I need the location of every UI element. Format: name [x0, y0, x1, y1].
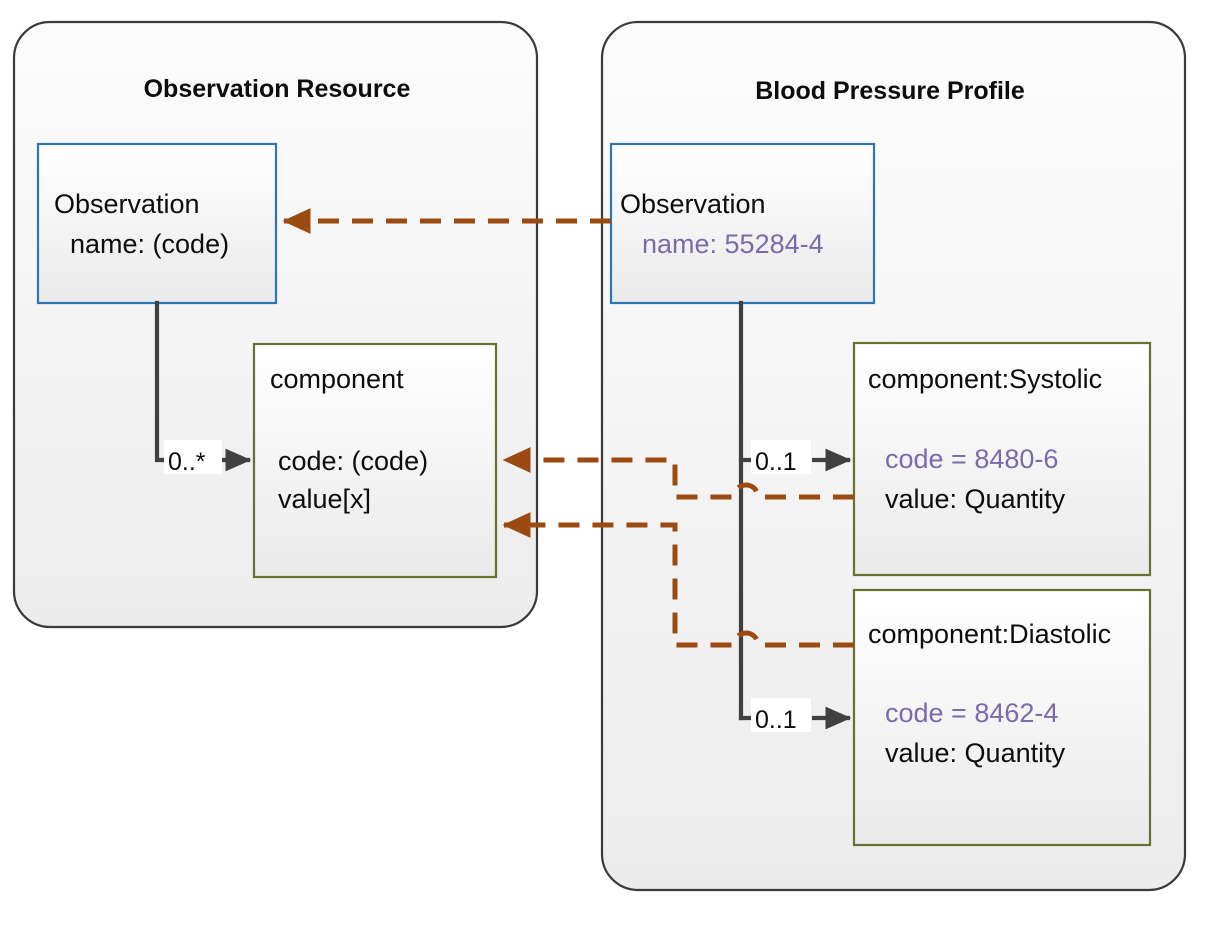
class-box-component-systolic-attr-code: code = 8480-6 — [885, 444, 1058, 474]
multiplicity-label-diastolic: 0..1 — [755, 706, 797, 734]
class-box-component-base-attr-code: code: (code) — [278, 446, 428, 476]
class-box-observation-base-attribute: name: (code) — [70, 229, 229, 259]
constraint-arrow-systolic — [502, 447, 854, 500]
class-box-component-diastolic-attr-value: value: Quantity — [885, 738, 1066, 768]
class-box-component-systolic[interactable]: component:Systolic code = 8480-6 value: … — [852, 341, 1152, 577]
class-box-observation-base[interactable]: Observation name: (code) — [36, 142, 278, 305]
class-box-component-diastolic-attr-code: code = 8462-4 — [885, 698, 1058, 728]
multiplicity-label-bg-diastolic — [751, 698, 811, 732]
class-box-component-base-frame — [252, 342, 498, 579]
class-box-observation-profile-attribute: name: 55284-4 — [642, 229, 824, 259]
constraint-arrow-diastolic — [502, 512, 854, 648]
multiplicity-label-component: 0..* — [168, 448, 206, 476]
panel-blood-pressure-profile-title: Blood Pressure Profile — [755, 77, 1025, 105]
class-box-observation-base-name: Observation — [54, 189, 200, 219]
class-box-component-systolic-frame — [852, 341, 1152, 577]
class-box-component-diastolic-name: component:Diastolic — [868, 619, 1111, 649]
class-box-component-systolic-name: component:Systolic — [868, 364, 1102, 394]
class-box-observation-profile-frame — [609, 142, 876, 305]
multiplicity-label-systolic: 0..1 — [755, 448, 797, 476]
class-box-component-base-name: component — [270, 364, 404, 394]
class-box-component-base[interactable]: component code: (code) value[x] — [252, 342, 498, 579]
panel-observation-resource-title: Observation Resource — [144, 75, 411, 103]
class-box-component-diastolic[interactable]: component:Diastolic code = 8462-4 value:… — [852, 588, 1152, 847]
class-box-observation-profile-name: Observation — [620, 189, 766, 219]
class-box-component-diastolic-frame — [852, 588, 1152, 847]
class-box-component-systolic-attr-value: value: Quantity — [885, 484, 1066, 514]
class-box-observation-base-frame — [36, 142, 278, 305]
class-box-component-base-attr-value: value[x] — [278, 484, 371, 514]
multiplicity-label-bg-systolic — [751, 440, 811, 474]
multiplicity-label-bg-left — [164, 440, 222, 474]
connector-profile-spine: 0..1 0..1 — [738, 300, 852, 734]
connector-observation-to-component: 0..* — [154, 300, 252, 476]
class-box-observation-profile[interactable]: Observation name: 55284-4 — [609, 142, 876, 305]
